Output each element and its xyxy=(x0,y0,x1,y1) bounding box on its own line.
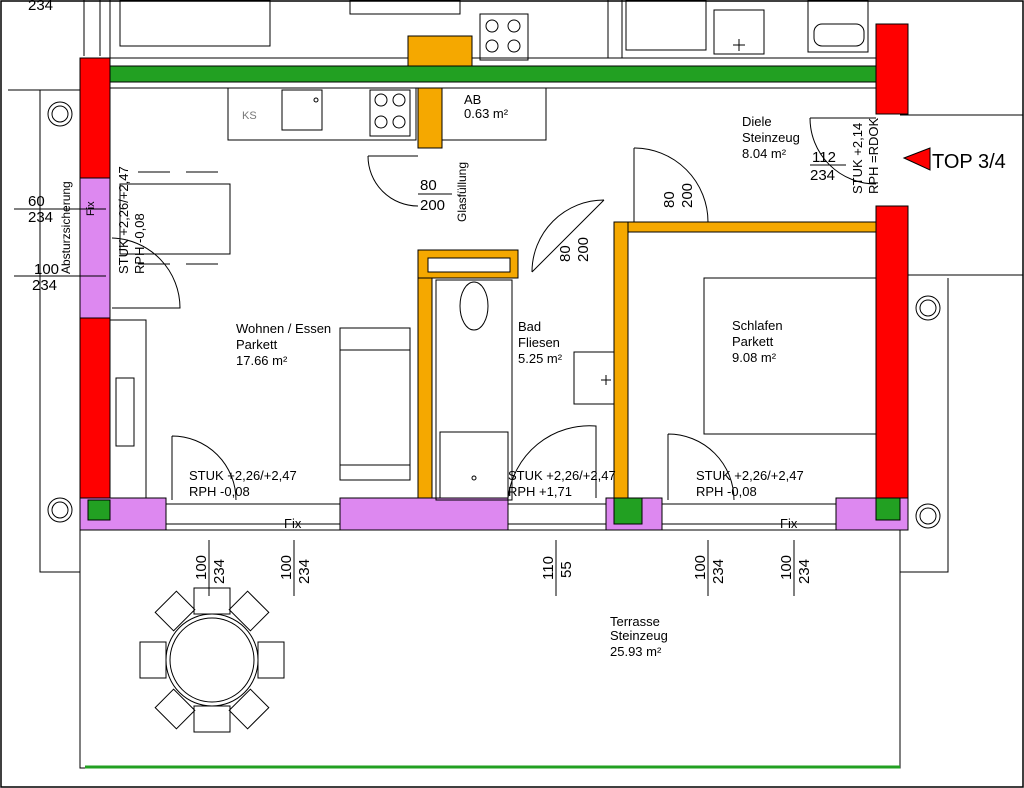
room-schlafen-name: Schlafen xyxy=(732,318,783,333)
bath-fixtures xyxy=(435,279,615,501)
stuk-mid: STUK +2,26/+2,47 xyxy=(508,468,616,483)
room-schlafen-area: 9.08 m² xyxy=(732,350,777,365)
bottom-dim-lines xyxy=(208,540,795,596)
entry-h: 234 xyxy=(810,167,835,184)
room-bad-floor: Fliesen xyxy=(518,335,560,350)
win-b4-h: 234 xyxy=(710,559,727,584)
room-terrasse-area: 25.93 m² xyxy=(610,644,662,659)
win-b1-w: 100 xyxy=(193,555,210,580)
room-terrasse-name: Terrasse xyxy=(610,614,660,629)
stuk-wall: STUK +2,26/+2,47 xyxy=(116,166,131,274)
room-bad-area: 5.25 m² xyxy=(518,351,563,366)
room-schlafen-floor: Parkett xyxy=(732,334,774,349)
win-b1-h: 234 xyxy=(211,559,228,584)
bed xyxy=(703,277,877,435)
door3-h: 200 xyxy=(679,183,696,208)
win-left1-w: 60 xyxy=(28,193,45,210)
stuk-right: STUK +2,26/+2,47 xyxy=(696,468,804,483)
win-b3-h: 55 xyxy=(558,561,575,578)
dining-table xyxy=(119,171,231,265)
win-b3-w: 110 xyxy=(540,556,557,580)
win-b5-w: 100 xyxy=(778,555,795,580)
top-label: TOP 3/4 xyxy=(932,151,1006,173)
ks-label: KS xyxy=(242,110,257,122)
wall-left-mid xyxy=(79,177,111,319)
room-terrasse-floor: Steinzeug xyxy=(610,628,668,643)
room-wohnen-floor: Parkett xyxy=(236,337,278,352)
partitions xyxy=(407,35,877,499)
room-diele-area: 8.04 m² xyxy=(742,146,787,161)
fix-right: Fix xyxy=(780,516,798,531)
upper-beam xyxy=(97,65,889,83)
room-wohnen-name: Wohnen / Essen xyxy=(236,321,331,336)
fix-left: Fix xyxy=(284,516,302,531)
win-left2-h: 234 xyxy=(32,277,57,294)
kitchen-counter xyxy=(227,13,547,141)
win-b4-w: 100 xyxy=(692,555,709,580)
fix-side: Fix xyxy=(85,201,97,216)
wall-right-bottom xyxy=(875,205,909,499)
door2-h: 200 xyxy=(575,237,592,262)
wall-right-top xyxy=(875,23,909,115)
wall-left-top xyxy=(79,57,111,179)
rph-left: RPH -0,08 xyxy=(189,484,250,499)
win-b5-h: 234 xyxy=(796,559,813,584)
room-wohnen-area: 17.66 m² xyxy=(236,353,288,368)
topleft-dim: 234 xyxy=(28,0,53,14)
win-b2-h: 234 xyxy=(296,559,313,584)
win-b2-w: 100 xyxy=(278,555,295,580)
room-diele-name: Diele xyxy=(742,114,772,129)
room-diele-floor: Steinzeug xyxy=(742,130,800,145)
stuk-entry: STUK +2,14 xyxy=(850,123,865,194)
wall-bottom xyxy=(79,497,909,531)
stuk-left: STUK +2,26/+2,47 xyxy=(189,468,297,483)
room-ab-area: 0.63 m² xyxy=(464,106,509,121)
rph-right: RPH -0,08 xyxy=(696,484,757,499)
wall-left-bottom xyxy=(79,317,111,499)
room-ab-name: AB xyxy=(464,92,481,107)
terrace-table xyxy=(139,587,285,733)
door2-w: 80 xyxy=(557,245,574,262)
entry-w: 112 xyxy=(812,149,836,166)
glass-panel xyxy=(427,257,511,273)
upper-area xyxy=(83,0,869,58)
win-left2-w: 100 xyxy=(34,261,59,278)
sofa xyxy=(109,319,411,499)
door1-h: 200 xyxy=(420,197,445,214)
room-bad-name: Bad xyxy=(518,319,541,334)
rph-entry: RPH =RDOK xyxy=(866,117,881,194)
rph-mid: RPH +1,71 xyxy=(508,484,572,499)
win-left1-h: 234 xyxy=(28,209,53,226)
entrance-marker xyxy=(902,147,931,171)
door3-w: 80 xyxy=(661,191,678,208)
absturz-label: Absturzsicherung xyxy=(59,181,73,274)
glasfuellung-label: Glasfüllung xyxy=(455,162,469,222)
downpipes xyxy=(47,101,941,529)
door1-w: 80 xyxy=(420,177,437,194)
rph-wall: RPH -0,08 xyxy=(132,213,147,274)
door-swings xyxy=(111,117,877,501)
